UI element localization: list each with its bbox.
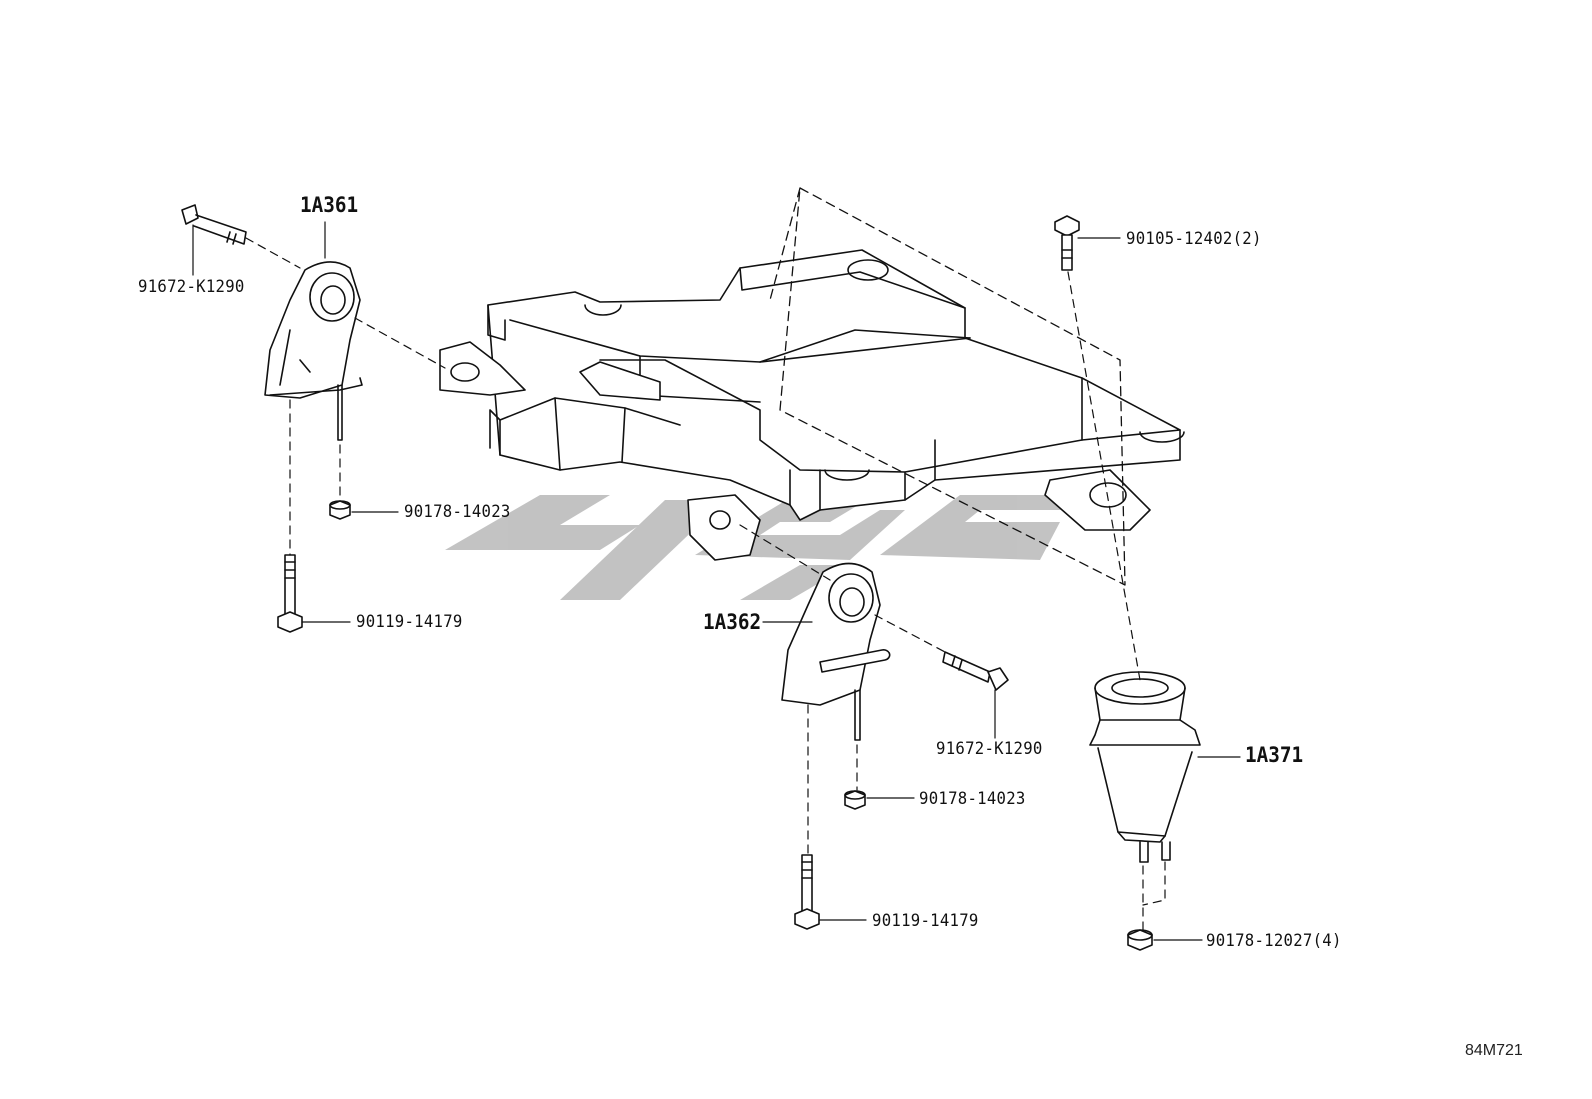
assembly-guide-lines (245, 237, 1166, 931)
engine-mount-1A371 (1089, 671, 1201, 863)
bolt-90119-14179-mid (794, 854, 820, 930)
label-nut-mid: 90178-14023 (919, 789, 1026, 809)
bolt-91672-K1290-right (942, 651, 1009, 691)
nut-90178-12027 (1127, 929, 1153, 951)
nut-90178-14023-left (329, 500, 351, 520)
label-bolt-bottom-left: 90119-14179 (356, 612, 463, 632)
label-nut-rear: 90178-12027(4) (1206, 931, 1342, 951)
engine-mount-1A361 (264, 261, 363, 441)
label-1A362: 1A362 (703, 610, 762, 634)
bolt-90105-12402 (1054, 215, 1080, 271)
label-bolt-bottom-mid: 90119-14179 (872, 911, 979, 931)
watermark-logo (445, 495, 1080, 600)
diagram-code: 84M721 (1465, 1042, 1523, 1059)
label-1A371: 1A371 (1245, 743, 1304, 767)
bolt-90119-14179-left (277, 554, 303, 633)
leader-dots (302, 511, 1202, 941)
label-nut-left: 90178-14023 (404, 502, 511, 522)
label-bolt-mid-right: 91672-K1290 (936, 739, 1043, 759)
bolt-91672-K1290-left (181, 204, 247, 245)
subframe (439, 249, 1185, 561)
label-1A361: 1A361 (300, 193, 359, 217)
reference-outline (769, 187, 1126, 586)
label-bolt-top-left: 91672-K1290 (138, 277, 245, 297)
nut-90178-14023-mid (844, 790, 866, 810)
engine-mount-1A362 (781, 562, 891, 741)
label-bolt-top-right: 90105-12402(2) (1126, 229, 1262, 249)
